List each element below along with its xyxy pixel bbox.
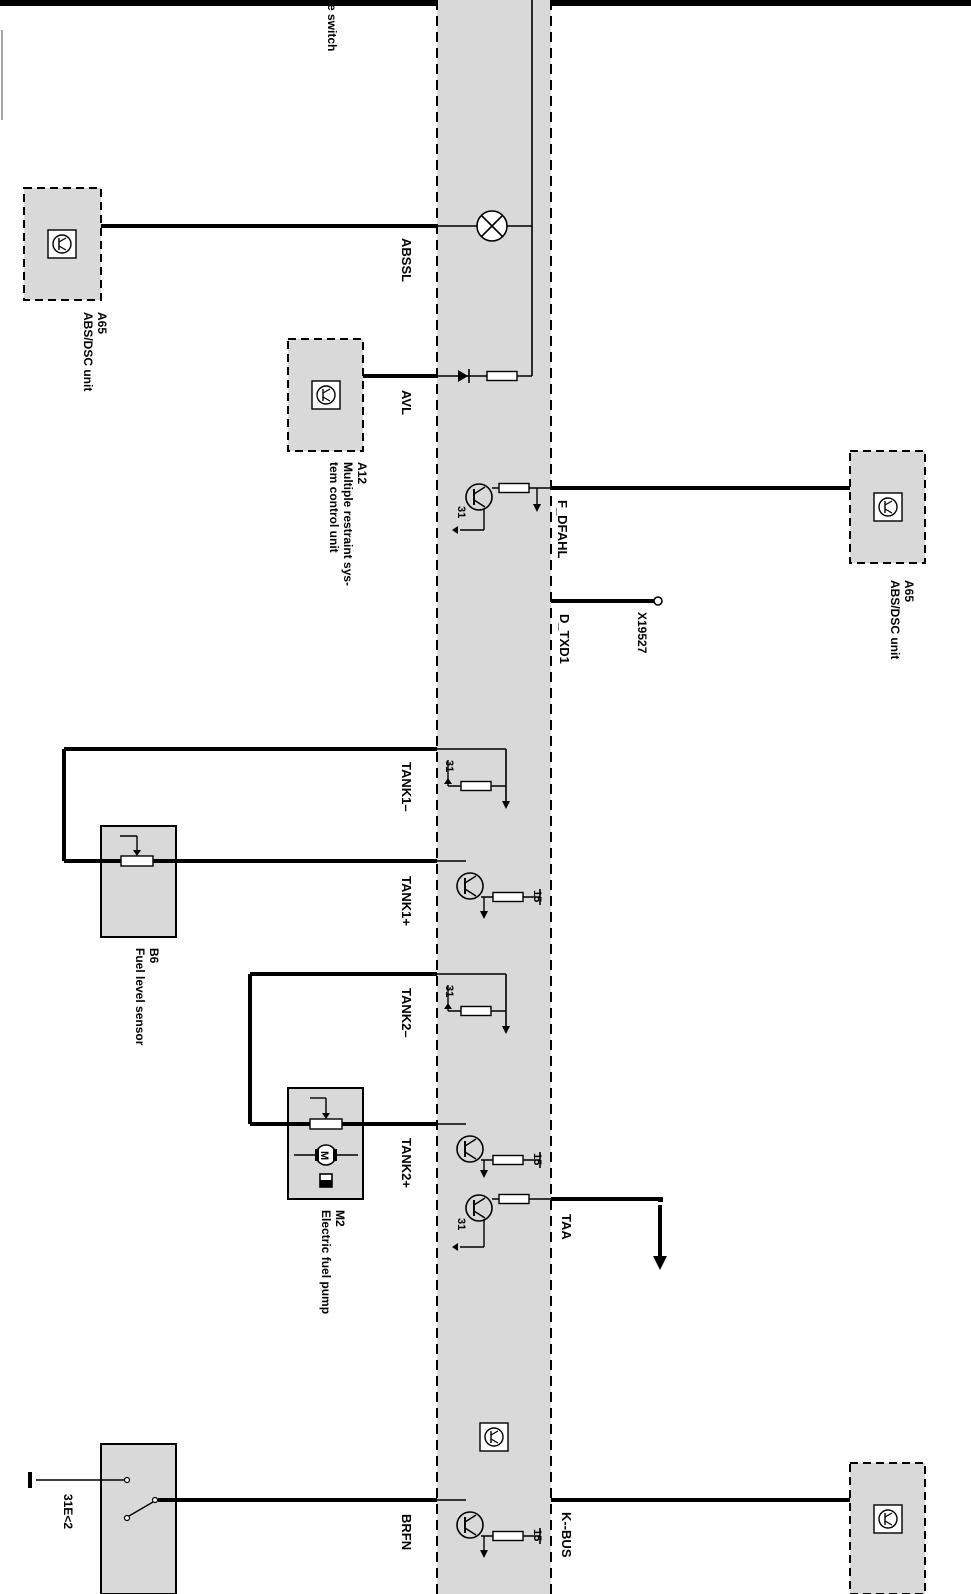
b6-name: Fuel level sensor (133, 948, 147, 1046)
f-dfahl-pin-31: 31 (455, 506, 467, 518)
m2-wiper-arrow-icon (322, 1113, 330, 1119)
a65-right-ecu-icon (873, 492, 903, 522)
avl-resistor-icon (486, 370, 518, 382)
a65-left-ecu-icon (47, 229, 77, 259)
tank1-plus-pin-15: 15 (531, 890, 543, 902)
signal-tank2-plus: TANK2+ (399, 1138, 414, 1188)
signal-tank2-minus: TANK2– (399, 988, 414, 1038)
a12-id: A12 (355, 462, 369, 484)
tank2-minus-arrow-icon (502, 1026, 510, 1034)
f-dfahl-arrow-icon (533, 488, 541, 512)
m2-name: Electric fuel pump (319, 1210, 333, 1314)
taa-pin-31: 31 (455, 1218, 467, 1230)
a65-right-id: A65 (902, 580, 916, 602)
tank2-plus-resistor-icon (492, 1154, 524, 1166)
a65-right-name: ABS/DSC unit (888, 580, 902, 659)
kbus-module-ecu-icon (873, 1504, 903, 1534)
b6-wiper-arrow-icon (133, 850, 141, 856)
brake-switch-box (100, 1443, 177, 1594)
warning-lamp-icon (476, 210, 508, 242)
brfn-resistor-icon (492, 1530, 524, 1542)
switch-contact-icon (123, 1476, 159, 1522)
tank2-minus-pin-31: 31 (443, 985, 455, 997)
x19527-connector-icon (653, 596, 663, 606)
b6-potentiometer-icon (120, 855, 154, 867)
signal-tank1-plus: TANK1+ (399, 876, 414, 926)
tank1-plus-arrow-icon (480, 897, 488, 919)
signal-tank1-minus: TANK1– (399, 762, 414, 812)
signal-abssl: ABSSL (399, 238, 414, 282)
tank1-minus-arrow-icon (502, 801, 510, 809)
taa-ground-icon (452, 1243, 458, 1251)
a12-name-line1: Multiple restraint sys- (341, 462, 355, 586)
m2-pump-icon-fill (320, 1180, 332, 1187)
tank1-plus-resistor-icon (492, 891, 524, 903)
brfn-arrow-icon (480, 1536, 488, 1558)
a12-ecu-icon (311, 380, 341, 410)
f-dfahl-ground-icon (452, 526, 458, 534)
signal-brfn: BRFN (399, 1514, 414, 1550)
a65-left-id: A65 (95, 312, 109, 334)
cluster-ecu-icon (479, 1422, 509, 1452)
tank2-minus-resistor-icon (460, 1005, 492, 1017)
a12-name-line2: tem control unit (327, 462, 341, 553)
signal-taa: TAA (559, 1214, 574, 1240)
b6-id: B6 (147, 948, 161, 964)
tank2-plus-arrow-icon (480, 1160, 488, 1178)
m2-motor-label: M (318, 1151, 330, 1160)
tank2-minus-ground-icon (444, 1003, 452, 1009)
brfn-pin-15: 15 (531, 1529, 543, 1541)
ground-31e-label: 31E<2 (61, 1494, 75, 1529)
a65-left-name: ABS/DSC unit (81, 312, 95, 391)
taa-splice-mark (658, 1197, 663, 1202)
taa-arrow-icon (653, 1256, 667, 1270)
tank1-minus-ground-icon (444, 778, 452, 784)
b6-box (100, 825, 177, 938)
m2-motor-icon (315, 1144, 337, 1166)
taa-resistor-icon (498, 1193, 530, 1205)
avl-diode-icon (458, 369, 470, 383)
signal-kbus: K--BUS (559, 1512, 574, 1558)
signal-d-txd1: D_TXD1 (557, 614, 572, 664)
m2-potentiometer-icon (309, 1118, 343, 1130)
header-text: e switch (325, 4, 339, 51)
tank1-minus-resistor-icon (460, 780, 492, 792)
signal-avl: AVL (399, 390, 414, 415)
f-dfahl-resistor-icon (498, 482, 530, 494)
tank2-plus-pin-15: 15 (531, 1153, 543, 1165)
signal-f-dfahl: F_DFAHL (555, 500, 570, 559)
tank1-minus-pin-31: 31 (443, 760, 455, 772)
m2-id: M2 (333, 1210, 347, 1227)
x19527-id: X19527 (635, 612, 649, 654)
